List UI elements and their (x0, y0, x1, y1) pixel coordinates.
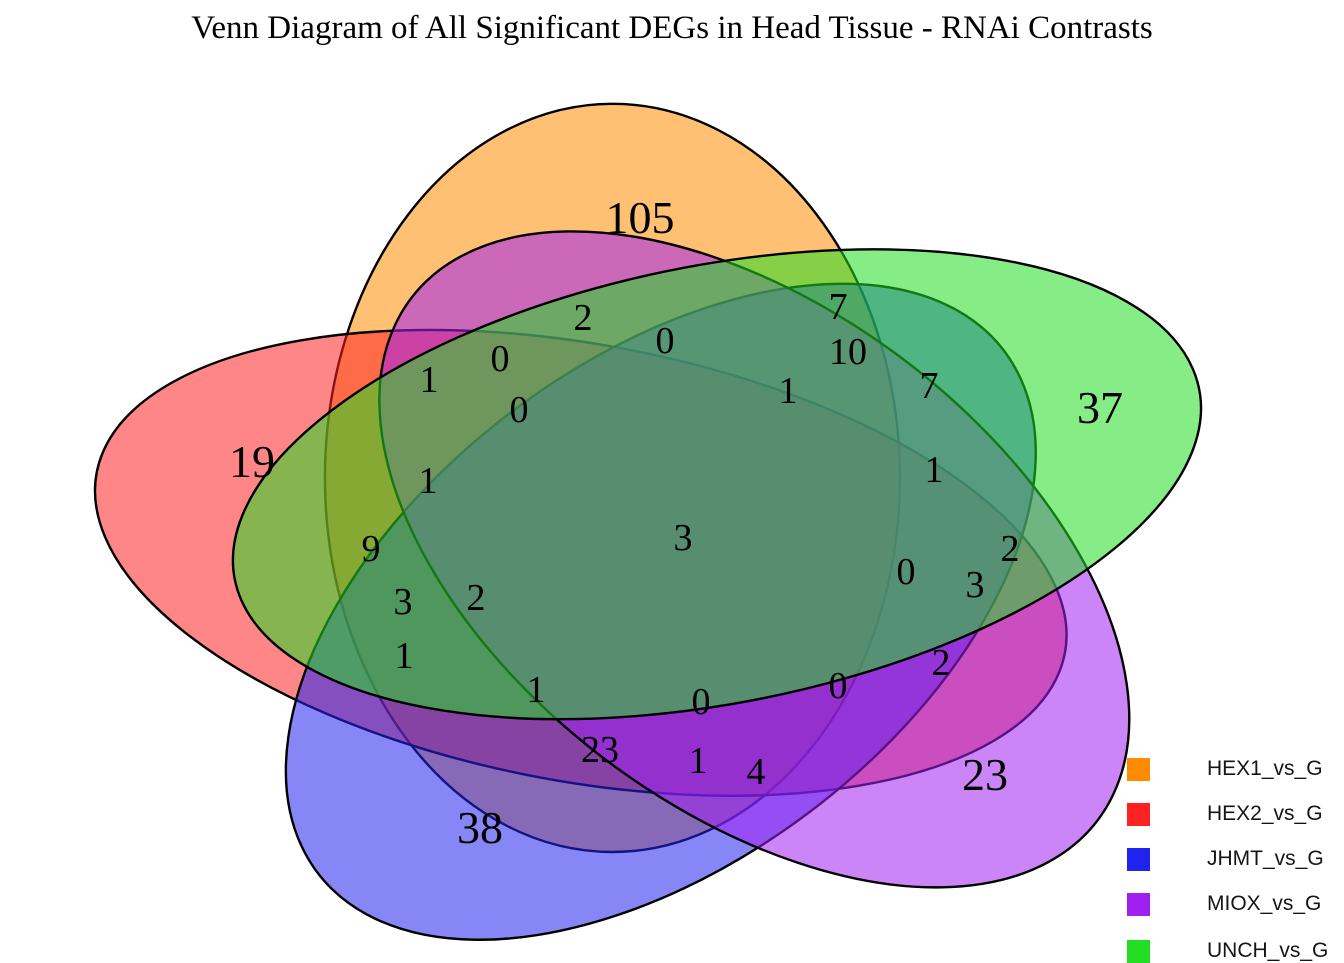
legend-label: HEX2_vs_G (1207, 802, 1323, 825)
legend-swatch-jhmt (1127, 847, 1150, 871)
chart-title: Venn Diagram of All Significant DEGs in … (191, 10, 1153, 46)
venn-ellipse-unch (152, 164, 1281, 804)
legend-label: JHMT_vs_G (1207, 847, 1324, 870)
legend-swatch-hex2 (1127, 802, 1150, 826)
legend-label: HEX1_vs_G (1207, 757, 1323, 780)
legend-swatch-miox (1127, 892, 1150, 916)
legend-item-hex2: HEX2_vs_G (1127, 802, 1323, 826)
legend-item-unch: UNCH_vs_G (1127, 939, 1328, 963)
legend-item-miox: MIOX_vs_G (1127, 892, 1321, 916)
legend-item-jhmt: JHMT_vs_G (1127, 847, 1324, 871)
legend-label: MIOX_vs_G (1207, 892, 1322, 915)
legend-label: UNCH_vs_G (1207, 939, 1329, 962)
legend-item-hex1: HEX1_vs_G (1127, 757, 1323, 781)
legend-swatch-hex1 (1127, 757, 1150, 781)
legend-swatch-unch (1127, 939, 1150, 963)
